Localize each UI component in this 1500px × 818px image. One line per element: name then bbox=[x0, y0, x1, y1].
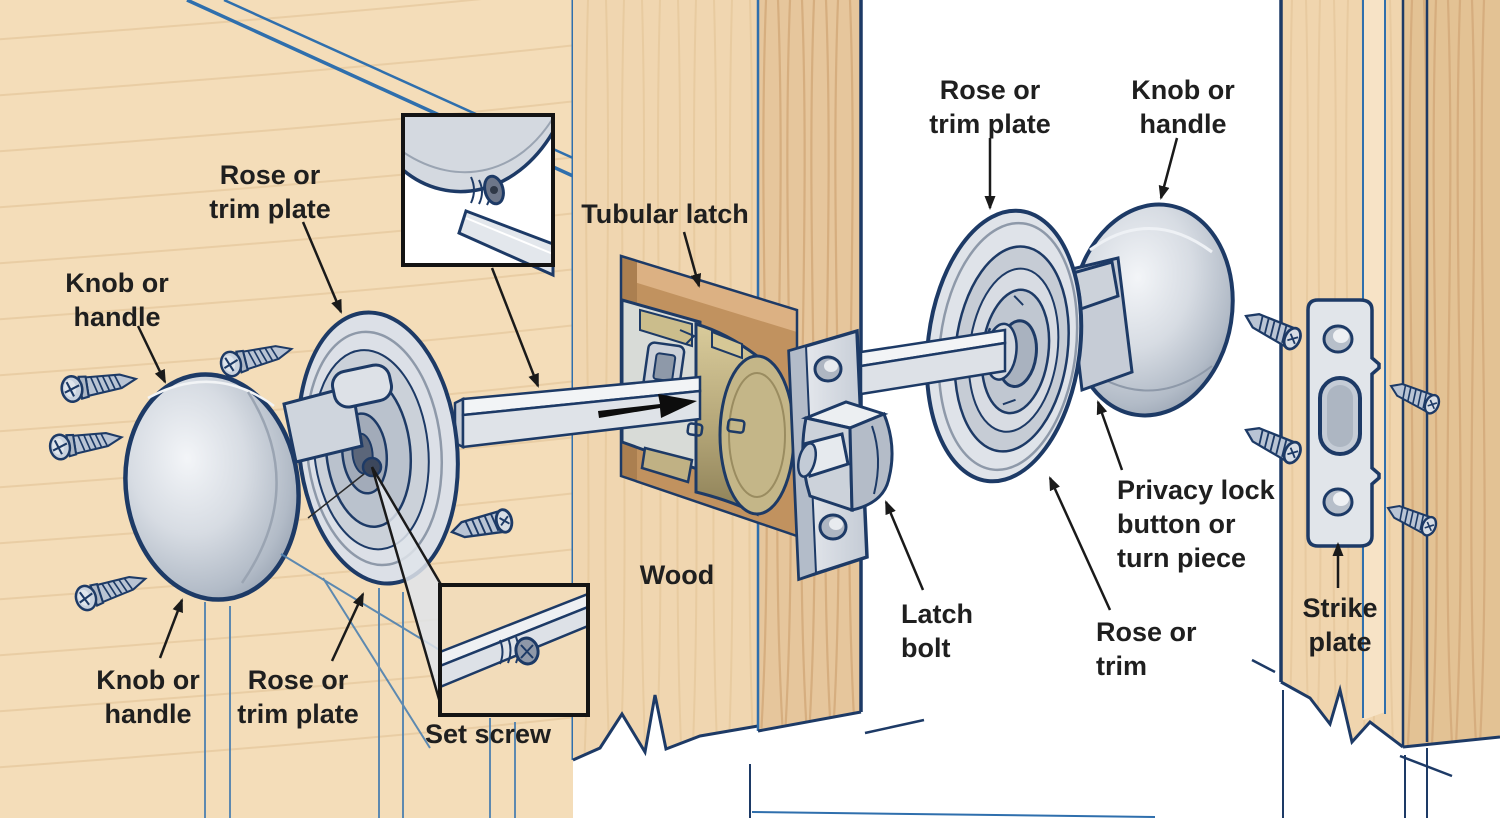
set-screw-pointer-line bbox=[307, 473, 365, 519]
label-tubular-latch: Tubular latch bbox=[581, 199, 749, 229]
leader-arrows bbox=[136, 137, 1344, 662]
spindle-right bbox=[859, 328, 1007, 396]
label-knob-or-handle-bottom-left: Knob or handle bbox=[96, 665, 200, 729]
label-rose-or-trim-plate-top-right: Rose or trim plate bbox=[929, 75, 1051, 139]
strike-plate-illustration bbox=[1306, 298, 1381, 548]
knob-left bbox=[123, 372, 301, 602]
label-knob-or-handle-top-left: Knob or handle bbox=[65, 268, 169, 332]
break-line-door bbox=[572, 694, 759, 762]
spindle-left bbox=[453, 375, 702, 450]
set-screw-inset-top bbox=[401, 113, 555, 388]
latch-bolt-illustration bbox=[796, 400, 894, 513]
label-latch-bolt: Latch bolt bbox=[901, 599, 974, 663]
break-tick bbox=[1251, 658, 1276, 674]
label-wood: Wood bbox=[639, 560, 715, 590]
direction-arrow-icon bbox=[598, 394, 697, 418]
knob-neck-left bbox=[282, 363, 394, 464]
set-screw-callout-wedge bbox=[370, 466, 445, 714]
label-strike-plate: Strike plate bbox=[1302, 593, 1378, 657]
label-rose-or-trim: Rose or trim bbox=[1096, 617, 1197, 681]
projection-lines bbox=[204, 553, 516, 818]
label-rose-or-trim-plate-bottom-left: Rose or trim plate bbox=[237, 665, 359, 729]
break-tick bbox=[864, 718, 925, 735]
label-privacy-lock-button: Privacy lock button or turn piece bbox=[1117, 475, 1275, 573]
set-screw-inset-bottom bbox=[438, 583, 590, 717]
break-tick bbox=[1399, 754, 1453, 778]
break-line-jamb bbox=[1280, 680, 1404, 749]
label-rose-or-trim-plate-top-left: Rose or trim plate bbox=[209, 160, 331, 224]
label-knob-or-handle-top-right: Knob or handle bbox=[1131, 75, 1235, 139]
label-set-screw: Set screw bbox=[424, 719, 552, 749]
rose-right bbox=[924, 208, 1084, 484]
